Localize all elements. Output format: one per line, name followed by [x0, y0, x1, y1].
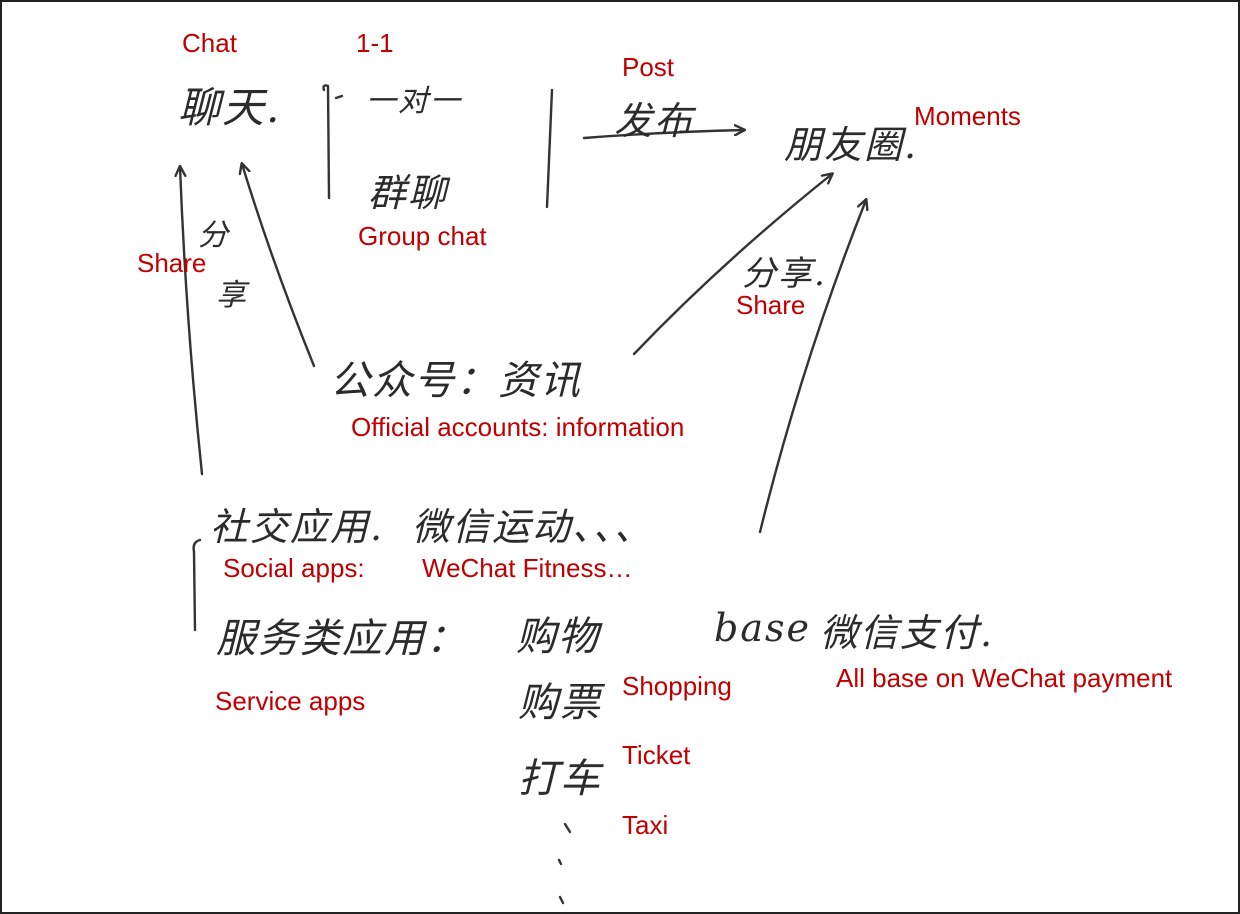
label-share-left: Share	[137, 248, 207, 278]
label-moments: Moments	[914, 101, 1021, 131]
handwriting-wechat-fitness: 微信运动、、、	[412, 505, 655, 549]
label-chat: Chat	[182, 28, 237, 58]
label-payment: All base on WeChat payment	[836, 663, 1173, 693]
post-divider	[545, 88, 554, 209]
apps-bracket	[192, 538, 202, 632]
handwriting-share-left-top: 分	[198, 218, 230, 253]
handwriting-service-apps: 服务类应用：	[216, 616, 468, 662]
label-group-chat: Group chat	[358, 221, 487, 251]
official-accounts-to-moments-arrow	[632, 174, 832, 356]
post-arrow	[582, 130, 744, 140]
official-accounts-to-chat-arrow	[242, 164, 316, 368]
handwriting-official-accounts: 公众号：资讯	[330, 358, 582, 404]
label-ticket: Ticket	[622, 740, 691, 770]
label-service-apps: Service apps	[215, 686, 366, 716]
handwriting-taxi: 打车	[518, 756, 602, 802]
social-apps-to-moments-arrow	[758, 200, 866, 534]
handwriting-social-apps: 社交应用.	[210, 505, 385, 549]
label-one-to-one: 1-1	[356, 28, 394, 58]
handwriting-moments: 朋友圈.	[784, 123, 919, 167]
handwriting-post: 发布	[614, 99, 695, 143]
label-share-right: Share	[736, 290, 806, 320]
continuation-mark-1	[563, 822, 572, 834]
share-arrow-left	[180, 167, 204, 476]
label-official-accounts: Official accounts: information	[351, 412, 685, 442]
handwriting-share-left-bottom: 享	[216, 278, 248, 313]
continuation-mark-3	[558, 895, 565, 905]
handwriting-ticket: 购票	[518, 680, 602, 726]
label-taxi: Taxi	[622, 810, 669, 840]
continuation-mark-2	[557, 858, 563, 866]
one-to-one-dashes	[334, 94, 344, 100]
handwriting-wechat-payment: 微信支付.	[820, 611, 995, 655]
label-social-apps: Social apps:	[223, 553, 365, 583]
handwriting-one-to-one: 一对一	[366, 84, 462, 119]
label-wechat-fitness: WeChat Fitness…	[422, 553, 633, 583]
chat-bracket	[322, 84, 331, 200]
label-shopping: Shopping	[622, 671, 732, 701]
label-post: Post	[622, 52, 675, 82]
handwriting-chat: 聊天.	[178, 83, 282, 132]
handwriting-share-right: 分享.	[742, 254, 827, 294]
handwriting-shopping: 购物	[516, 614, 600, 660]
handwriting-group-chat: 群聊	[368, 171, 449, 215]
handwriting-base: base	[714, 606, 811, 650]
